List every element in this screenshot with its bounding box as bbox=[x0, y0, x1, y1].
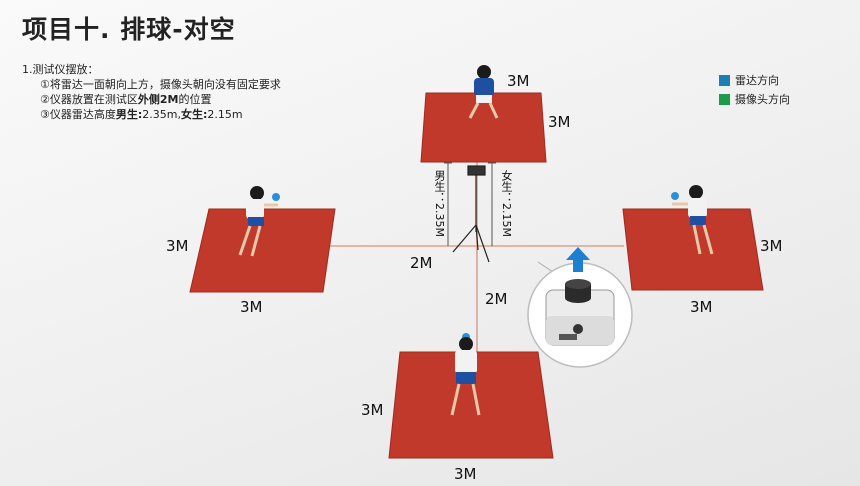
legend-radar: 雷达方向 bbox=[719, 72, 779, 88]
legend-camera: 摄像头方向 bbox=[719, 91, 790, 107]
top-court-width-label: 3M bbox=[507, 72, 530, 90]
note-line-2-tail: 的位置 bbox=[178, 93, 212, 106]
note-line-3: ③仪器雷达高度男生:2.35m,女生:2.15m bbox=[22, 107, 281, 122]
height-bracket bbox=[444, 162, 496, 246]
legend-radar-swatch bbox=[719, 74, 730, 86]
bottom-court-width-label: 3M bbox=[454, 465, 477, 483]
note-line-3-male-label: 男生: bbox=[115, 108, 143, 121]
tripod-icon bbox=[452, 165, 490, 263]
player-right bbox=[671, 185, 714, 255]
player-bottom bbox=[450, 333, 481, 416]
note-line-2: ②仪器放置在测试区外侧2M的位置 bbox=[22, 92, 281, 107]
court-bottom bbox=[388, 351, 554, 459]
court-top bbox=[420, 92, 547, 163]
female-height-label: 女生：2.15M bbox=[500, 170, 513, 237]
player-top bbox=[468, 65, 499, 119]
player-left bbox=[238, 186, 280, 257]
radar-device-inset bbox=[527, 261, 633, 368]
note-line-3-female-value: 2.15m bbox=[207, 108, 243, 121]
left-court-depth-label: 3M bbox=[166, 237, 189, 255]
court-left bbox=[189, 208, 336, 293]
note-line-3-text: ③仪器雷达高度 bbox=[40, 108, 116, 121]
court-right bbox=[622, 208, 764, 291]
right-court-width-label: 3M bbox=[690, 298, 713, 316]
notes-heading: 1.测试仪摆放： bbox=[22, 63, 99, 76]
legend-camera-label: 摄像头方向 bbox=[735, 93, 790, 106]
male-height-label: 男生：2.35M bbox=[433, 170, 446, 237]
right-court-depth-label: 3M bbox=[760, 237, 783, 255]
legend-camera-swatch bbox=[719, 93, 730, 105]
note-line-2-text: ②仪器放置在测试区 bbox=[40, 93, 138, 106]
legend-radar-label: 雷达方向 bbox=[735, 74, 779, 87]
distance-left-label: 2M bbox=[410, 254, 433, 272]
note-line-3-female-label: 女生: bbox=[181, 108, 208, 121]
left-court-width-label: 3M bbox=[240, 298, 263, 316]
radar-direction-arrow bbox=[566, 247, 590, 272]
page-title: 项目十. 排球-对空 bbox=[22, 15, 236, 44]
bottom-court-depth-label: 3M bbox=[361, 401, 384, 419]
top-court-depth-label: 3M bbox=[548, 113, 571, 131]
note-line-2-emphasis: 外侧2M bbox=[137, 93, 179, 106]
note-line-3-male-value: 2.35m, bbox=[142, 108, 181, 121]
distance-down-label: 2M bbox=[485, 290, 508, 308]
note-line-1: ①将雷达一面朝向上方，摄像头朝向没有固定要求 bbox=[40, 78, 281, 91]
setup-notes: 1.测试仪摆放： ①将雷达一面朝向上方，摄像头朝向没有固定要求 ②仪器放置在测试… bbox=[22, 62, 281, 122]
